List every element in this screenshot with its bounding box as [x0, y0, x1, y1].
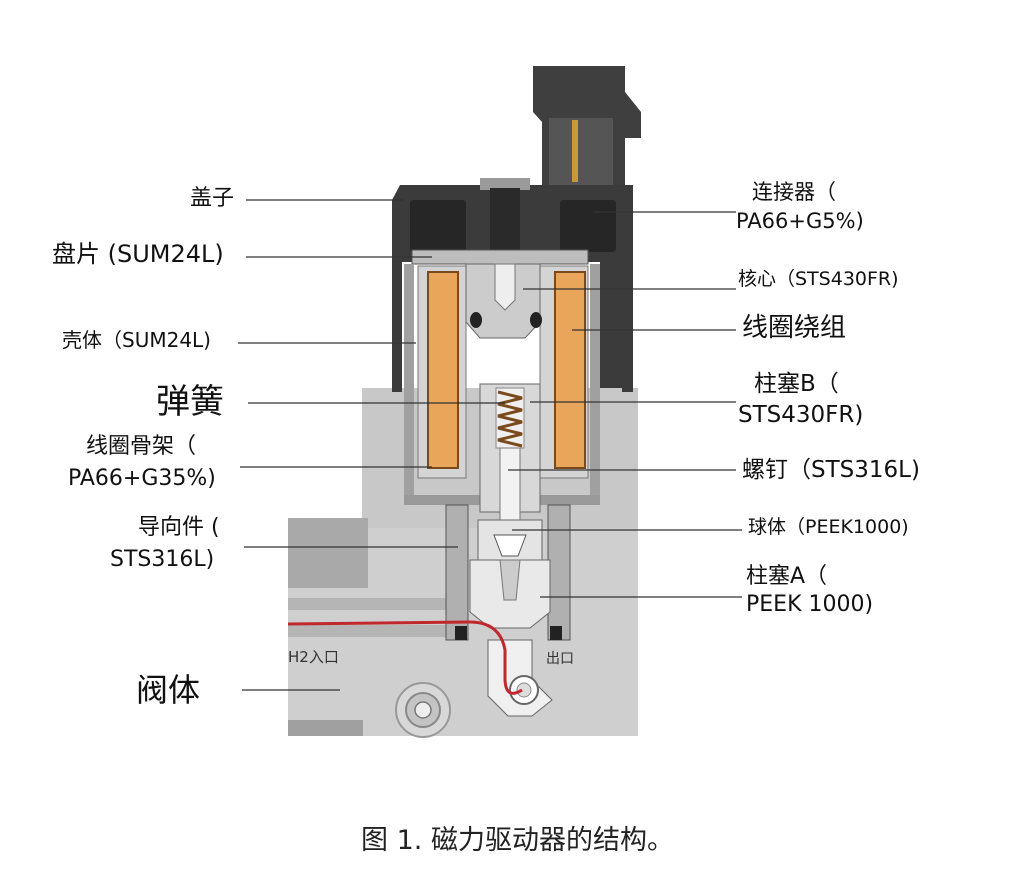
- spring-label: 弹簧: [156, 382, 224, 422]
- screw: [499, 447, 521, 521]
- connector: [533, 66, 641, 185]
- housing: [392, 178, 633, 392]
- plunger-a: [469, 559, 551, 629]
- bobbin-label-line1: 线圈骨架（: [86, 434, 197, 459]
- outlet-label: 出口: [546, 651, 574, 667]
- valve-body-label: 阀体: [136, 671, 201, 709]
- connector-label-line2: PA66+G5%): [736, 209, 864, 233]
- plunger-a-label-line1: 柱塞A（: [746, 564, 828, 589]
- guide-label-line2: STS316L): [110, 547, 215, 572]
- disk-label: 盘片 (SUM24L): [52, 240, 224, 268]
- plunger-b-label-line1: 柱塞B（: [754, 371, 839, 397]
- inlet-label: H2入口: [288, 648, 339, 666]
- coil-label: 线圈绕组: [742, 313, 847, 343]
- bobbin-label-line2: PA66+G35%): [68, 466, 216, 491]
- h2-flow-line: [287, 620, 523, 695]
- guide-label-line1: 导向件 (: [138, 515, 220, 540]
- core-label: 核心（STS430FR): [738, 268, 899, 290]
- plunger-a-label-line2: PEEK 1000): [746, 592, 874, 617]
- left-leader-lines: [238, 199, 505, 691]
- screw-label: 螺钉（STS316L): [742, 457, 920, 483]
- connector-label-line1: 连接器（: [752, 180, 836, 204]
- guide: [445, 504, 571, 641]
- spring: [497, 390, 523, 448]
- plunger-b-label-line2: STS430FR): [738, 402, 864, 428]
- core: [465, 263, 542, 339]
- coil-winding: [427, 271, 586, 469]
- cap-label: 盖子: [190, 186, 235, 211]
- disk-plate: [411, 249, 589, 265]
- figure-caption: 图 1. 磁力驱动器的结构。: [361, 825, 674, 856]
- ball-seat: [477, 519, 543, 561]
- ball-label: 球体（PEEK1000): [748, 516, 909, 538]
- right-leader-lines: [508, 211, 742, 598]
- shell-label: 壳体（SUM24L): [62, 328, 211, 352]
